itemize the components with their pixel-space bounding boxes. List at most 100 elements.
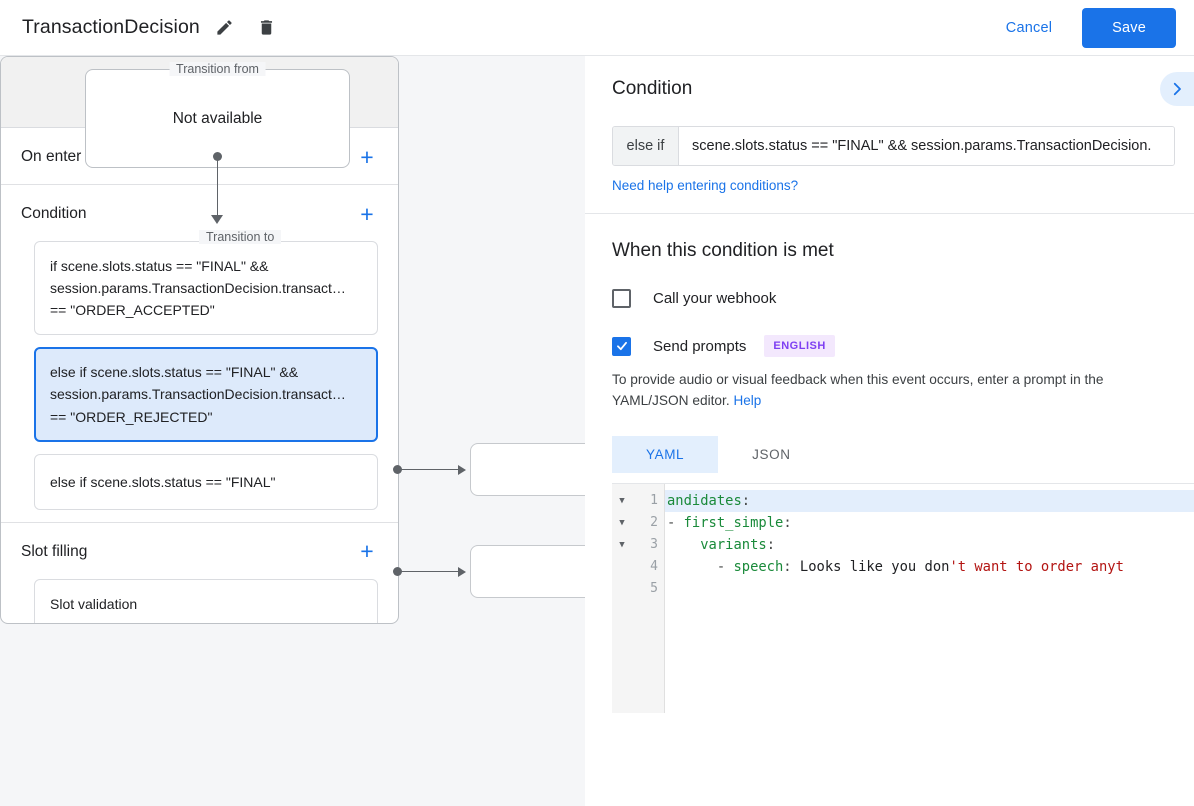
editor-code-line[interactable]: andidates: bbox=[665, 489, 1194, 512]
condition-help-row: Need help entering conditions? bbox=[612, 177, 1194, 195]
trash-icon bbox=[261, 20, 273, 35]
condition-anchor-dot-1 bbox=[393, 465, 402, 474]
condition-list: if scene.slots.status == "FINAL" && sess… bbox=[1, 241, 398, 510]
delete-trash-icon-button[interactable] bbox=[250, 11, 284, 45]
section-title-slot-filling: Slot filling bbox=[21, 542, 88, 560]
code-token: speech bbox=[733, 558, 784, 575]
call-webhook-row[interactable]: Call your webhook bbox=[612, 289, 1194, 308]
editor-code-area[interactable]: andidates:- first_simple: variants: - sp… bbox=[665, 484, 1194, 713]
connector-arrowhead-down bbox=[211, 215, 223, 224]
condition-detail-panel: Condition else if Need help entering con… bbox=[585, 56, 1194, 806]
section-on-enter: On enter + bbox=[1, 128, 398, 185]
code-token: - bbox=[667, 514, 684, 531]
page-title: TransactionDecision bbox=[22, 16, 200, 38]
condition-connector-arrow-1 bbox=[458, 465, 466, 475]
section-header-slot-filling: Slot filling + bbox=[1, 523, 398, 579]
condition-target-box-1[interactable] bbox=[470, 443, 585, 496]
add-on-enter-button[interactable]: + bbox=[360, 143, 374, 170]
transition-from-legend: Transition from bbox=[169, 62, 266, 76]
code-token: Looks like you don bbox=[799, 558, 950, 575]
editor-format-tabs: YAML JSON bbox=[612, 435, 1194, 473]
code-token: : bbox=[766, 536, 775, 553]
language-badge: ENGLISH bbox=[764, 335, 835, 357]
topbar-actions: Cancel Save bbox=[990, 7, 1194, 48]
editor-code-line[interactable]: - first_simple: bbox=[665, 512, 1194, 534]
section-header-on-enter: On enter + bbox=[1, 128, 398, 184]
transition-to-box: TransactionDecision Scene On enter + Con… bbox=[0, 56, 399, 624]
edit-pencil-icon-button[interactable] bbox=[208, 11, 242, 45]
condition-input-row: else if bbox=[612, 126, 1175, 166]
editor-code-line[interactable]: variants: bbox=[665, 534, 1194, 556]
code-token: first_simple bbox=[683, 514, 784, 531]
section-condition: Condition + if scene.slots.status == "FI… bbox=[1, 185, 398, 523]
call-webhook-label: Call your webhook bbox=[653, 290, 777, 307]
tab-json[interactable]: JSON bbox=[752, 446, 791, 462]
transition-from-value: Not available bbox=[172, 109, 263, 127]
condition-target-box-2[interactable] bbox=[470, 545, 585, 598]
transition-from-box: Transition from Not available bbox=[85, 62, 350, 168]
slot-filling-list: Slot validation bbox=[1, 578, 398, 623]
send-prompts-label: Send prompts bbox=[653, 337, 747, 355]
condition-card[interactable]: else if scene.slots.status == "FINAL" bbox=[34, 453, 378, 510]
save-button[interactable]: Save bbox=[1082, 7, 1176, 48]
editor-line-number: 2 bbox=[650, 515, 658, 531]
editor-gutter-row: ▼1 bbox=[612, 490, 664, 512]
editor-gutter-row: ▼3 bbox=[612, 534, 664, 556]
code-token: variants bbox=[700, 536, 767, 553]
section-title-on-enter: On enter bbox=[21, 148, 82, 165]
code-token: : bbox=[783, 558, 800, 575]
fold-triangle-icon[interactable]: ▼ bbox=[619, 517, 625, 528]
editor-line-number: 4 bbox=[650, 559, 658, 575]
editor-gutter-row: ▼2 bbox=[612, 512, 664, 534]
section-header-condition: Condition + bbox=[1, 185, 398, 241]
send-prompts-row[interactable]: Send prompts ENGLISH bbox=[612, 335, 1194, 357]
code-token bbox=[667, 537, 700, 553]
expand-panel-button[interactable] bbox=[1160, 72, 1194, 106]
send-prompts-checkbox[interactable] bbox=[612, 336, 631, 356]
need-help-entering-conditions-link[interactable]: Need help entering conditions? bbox=[612, 178, 799, 193]
top-bar: TransactionDecision Cancel Save bbox=[0, 0, 1194, 56]
code-token: : bbox=[741, 492, 751, 509]
condition-panel-title: Condition bbox=[612, 78, 693, 99]
fold-triangle-icon[interactable]: ▼ bbox=[619, 495, 625, 506]
code-token: andidates bbox=[667, 492, 742, 509]
slot-filling-card[interactable]: Slot validation bbox=[34, 578, 378, 623]
editor-code-line[interactable]: - speech: Looks like you don't want to o… bbox=[665, 556, 1194, 578]
add-slot-filling-button[interactable]: + bbox=[360, 538, 374, 565]
condition-expression-input[interactable] bbox=[679, 127, 1174, 165]
editor-line-number: 3 bbox=[650, 537, 658, 553]
scene-graph-canvas[interactable]: Transition from Not available Transition… bbox=[0, 56, 585, 806]
condition-prefix-label: else if bbox=[613, 127, 679, 165]
prompts-description-text: To provide audio or visual feedback when… bbox=[612, 372, 1104, 408]
condition-connector-arrow-2 bbox=[458, 567, 466, 577]
editor-gutter-row: 4 bbox=[612, 556, 664, 578]
condition-card-selected[interactable]: else if scene.slots.status == "FINAL" &&… bbox=[34, 347, 378, 442]
call-webhook-checkbox[interactable] bbox=[612, 289, 631, 308]
condition-editor-block: Condition else if Need help entering con… bbox=[585, 56, 1194, 214]
transition-to-legend: Transition to bbox=[199, 230, 282, 244]
condition-anchor-dot-2 bbox=[393, 567, 402, 576]
prompts-description: To provide audio or visual feedback when… bbox=[612, 370, 1167, 412]
code-token: 't want to order anyt bbox=[949, 558, 1124, 575]
section-title-condition: Condition bbox=[21, 205, 87, 222]
when-condition-met-title: When this condition is met bbox=[612, 240, 834, 261]
code-token: - bbox=[667, 558, 734, 575]
pencil-icon bbox=[217, 20, 232, 35]
condition-connector-line-2 bbox=[401, 571, 461, 572]
editor-code-line[interactable] bbox=[665, 578, 1194, 600]
help-link[interactable]: Help bbox=[733, 392, 762, 408]
editor-line-number: 5 bbox=[650, 581, 658, 597]
editor-line-number: 1 bbox=[650, 493, 658, 509]
add-condition-button[interactable]: + bbox=[360, 200, 374, 227]
cancel-button[interactable]: Cancel bbox=[990, 11, 1068, 45]
tab-yaml[interactable]: YAML bbox=[612, 435, 719, 473]
condition-card[interactable]: if scene.slots.status == "FINAL" && sess… bbox=[34, 241, 378, 336]
check-icon bbox=[616, 341, 627, 351]
section-slot-filling: Slot filling + Slot validation bbox=[1, 523, 398, 623]
editor-gutter-row: 5 bbox=[612, 578, 664, 600]
fold-triangle-icon[interactable]: ▼ bbox=[619, 539, 625, 550]
when-condition-met-block: When this condition is met Call your web… bbox=[585, 214, 1194, 713]
